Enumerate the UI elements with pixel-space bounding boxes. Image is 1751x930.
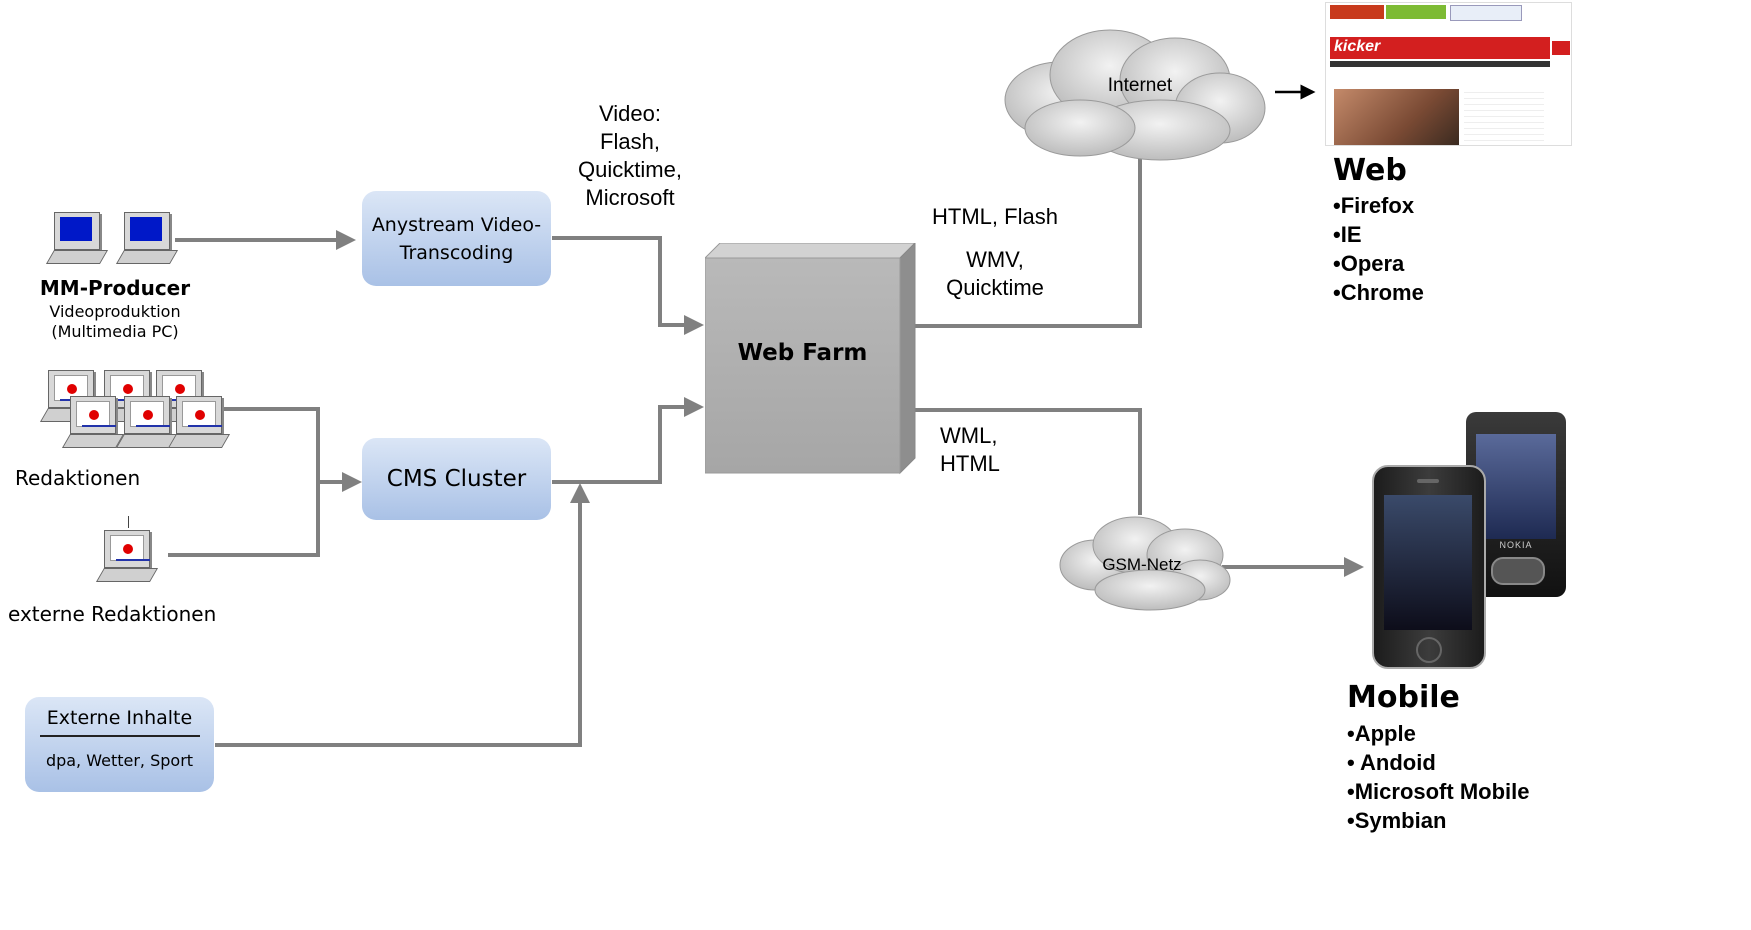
anystream-label-line1: Anystream Video-: [371, 213, 542, 236]
cms-cluster-box: CMS Cluster: [362, 438, 551, 520]
antenna-line: [128, 516, 129, 528]
internet-protocol-html-flash: HTML, Flash: [932, 204, 1058, 229]
redaktionen-label: Redaktionen: [15, 466, 141, 490]
web-heading: Web: [1333, 153, 1407, 188]
mobile-platform-item: •Symbian: [1347, 808, 1447, 833]
externe-redaktionen-connector: [168, 482, 320, 557]
internet-protocol-wmv: WMV, Quicktime: [930, 246, 1060, 302]
screenshot-photo: [1334, 89, 1459, 145]
producer-title: MM-Producer: [39, 276, 191, 300]
screenshot-side-logo: [1552, 41, 1570, 55]
producer-subtitle-2: (Multimedia PC): [51, 322, 179, 341]
mobile-protocols-label: WML, HTML: [940, 422, 1000, 478]
redaktionen-connector: [222, 407, 320, 482]
webfarm-to-internet-connector: [900, 135, 1142, 328]
redaktion-pc-icon: [167, 396, 231, 450]
mobile-platform-item: •Microsoft Mobile: [1347, 779, 1530, 804]
producer-subtitle: Videoproduktion: [49, 302, 181, 321]
externe-redaktion-pc-icon: [95, 530, 159, 584]
screenshot-logo: kicker: [1334, 38, 1381, 55]
internet-label: Internet: [1107, 75, 1173, 96]
web-browser-item: •Firefox: [1333, 193, 1415, 218]
web-farm-label: Web Farm: [737, 340, 868, 366]
video-formats-line3: Quicktime,: [578, 157, 682, 182]
externe-inhalte-to-cms-arrow: [215, 483, 590, 747]
mobile-platform-item: • Andoid: [1347, 750, 1436, 775]
externe-redaktionen-label: externe Redaktionen: [8, 602, 217, 626]
mobile-platform-list: •Apple • Andoid •Microsoft Mobile •Symbi…: [1347, 719, 1529, 835]
producer-pc-icon: [115, 212, 179, 266]
gsm-cloud: [1059, 516, 1231, 611]
video-formats-line2: Flash,: [600, 129, 660, 154]
redaktion-pc-icon: [61, 396, 125, 450]
video-formats-line1: Video:: [599, 101, 661, 126]
screenshot-banner: [1330, 5, 1384, 19]
web-screenshot: kicker: [1325, 2, 1572, 146]
iphone-screen: [1384, 495, 1472, 630]
iphone-home-button: [1416, 637, 1442, 663]
anystream-label-line2: Transcoding: [399, 241, 514, 264]
cms-to-webfarm-arrow: [552, 397, 704, 484]
web-browser-item: •Opera: [1333, 251, 1405, 276]
gsm-label: GSM-Netz: [1102, 555, 1182, 574]
nokia-dpad: [1491, 557, 1545, 585]
web-browser-list: •Firefox •IE •Opera •Chrome: [1333, 191, 1424, 307]
anystream-to-webfarm-arrow: [552, 236, 704, 335]
video-formats-line4: Microsoft: [585, 185, 675, 210]
internet-protocol-wmv-line1: WMV,: [966, 247, 1024, 272]
nokia-screen: [1476, 434, 1556, 539]
web-farm-box: [705, 243, 916, 475]
screenshot-banner: [1386, 5, 1446, 19]
externe-inhalte-box: Externe Inhalte dpa, Wetter, Sport: [25, 697, 214, 792]
screenshot-banner: [1450, 5, 1522, 21]
anystream-box: Anystream Video- Transcoding: [362, 191, 551, 286]
externe-inhalte-sub: dpa, Wetter, Sport: [45, 751, 194, 770]
webfarm-to-gsm-connector: [905, 408, 1142, 515]
web-browser-item: •IE: [1333, 222, 1362, 247]
mobile-protocols-line1: WML,: [940, 423, 998, 448]
screenshot-header: kicker: [1330, 37, 1550, 59]
nokia-brand: NOKIA: [1499, 540, 1533, 550]
mobile-protocols-line2: HTML: [940, 451, 1000, 476]
internet-protocol-wmv-line2: Quicktime: [946, 275, 1044, 300]
screenshot-nav: [1330, 61, 1550, 67]
iphone: [1372, 465, 1486, 669]
cms-cluster-label: CMS Cluster: [386, 466, 527, 492]
internet-cloud: [1004, 29, 1266, 161]
mobile-heading: Mobile: [1347, 680, 1460, 715]
screenshot-table: [1464, 87, 1544, 145]
externe-inhalte-title: Externe Inhalte: [39, 707, 200, 737]
video-formats-label: Video: Flash, Quicktime, Microsoft: [565, 100, 695, 212]
mobile-platform-item: •Apple: [1347, 721, 1416, 746]
producer-pc-icon: [45, 212, 109, 266]
web-browser-item: •Chrome: [1333, 280, 1424, 305]
iphone-speaker: [1417, 479, 1439, 483]
redaktion-pc-icon: [115, 396, 179, 450]
